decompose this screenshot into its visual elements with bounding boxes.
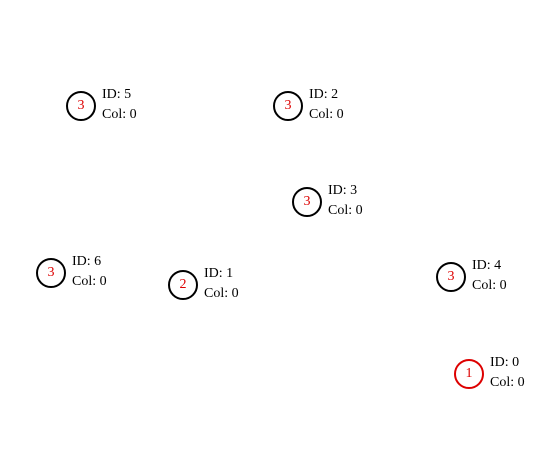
node-count: 3	[447, 269, 455, 284]
node-id-label: ID: 4	[472, 258, 502, 273]
node-label: ID: 4 Col: 0	[472, 256, 507, 296]
node-circle[interactable]: 3	[36, 258, 66, 288]
node-label: ID: 0 Col: 0	[490, 353, 525, 393]
node-count: 3	[77, 98, 85, 113]
graph-node-5[interactable]: 3 ID: 5 Col: 0	[66, 87, 226, 139]
node-col-label: Col: 0	[102, 107, 137, 122]
node-circle[interactable]: 3	[436, 262, 466, 292]
node-id-label: ID: 3	[328, 183, 358, 198]
node-circle[interactable]: 2	[168, 270, 198, 300]
node-circle[interactable]: 3	[66, 91, 96, 121]
node-label: ID: 6 Col: 0	[72, 252, 107, 292]
node-label: ID: 1 Col: 0	[204, 264, 239, 304]
node-count: 3	[284, 98, 292, 113]
graph-node-3[interactable]: 3 ID: 3 Col: 0	[292, 183, 452, 235]
node-id-label: ID: 5	[102, 87, 132, 102]
node-col-label: Col: 0	[204, 286, 239, 301]
node-circle[interactable]: 3	[273, 91, 303, 121]
node-label: ID: 3 Col: 0	[328, 181, 363, 221]
node-col-label: Col: 0	[328, 203, 363, 218]
node-id-label: ID: 2	[309, 87, 339, 102]
node-count: 1	[465, 366, 473, 381]
node-id-label: ID: 6	[72, 254, 102, 269]
graph-node-6[interactable]: 3 ID: 6 Col: 0	[36, 254, 196, 306]
node-count: 2	[179, 277, 187, 292]
node-label: ID: 5 Col: 0	[102, 85, 137, 125]
node-col-label: Col: 0	[490, 375, 525, 390]
node-circle[interactable]: 1	[454, 359, 484, 389]
node-id-label: ID: 0	[490, 355, 520, 370]
node-id-label: ID: 1	[204, 266, 234, 281]
node-col-label: Col: 0	[72, 274, 107, 289]
graph-node-1[interactable]: 2 ID: 1 Col: 0	[168, 266, 328, 318]
graph-node-0[interactable]: 1 ID: 0 Col: 0	[454, 355, 550, 407]
node-count: 3	[47, 265, 55, 280]
node-col-label: Col: 0	[472, 278, 507, 293]
node-label: ID: 2 Col: 0	[309, 85, 344, 125]
node-count: 3	[303, 194, 311, 209]
node-circle[interactable]: 3	[292, 187, 322, 217]
graph-node-4[interactable]: 3 ID: 4 Col: 0	[436, 258, 550, 310]
graph-node-2[interactable]: 3 ID: 2 Col: 0	[273, 87, 433, 139]
node-col-label: Col: 0	[309, 107, 344, 122]
